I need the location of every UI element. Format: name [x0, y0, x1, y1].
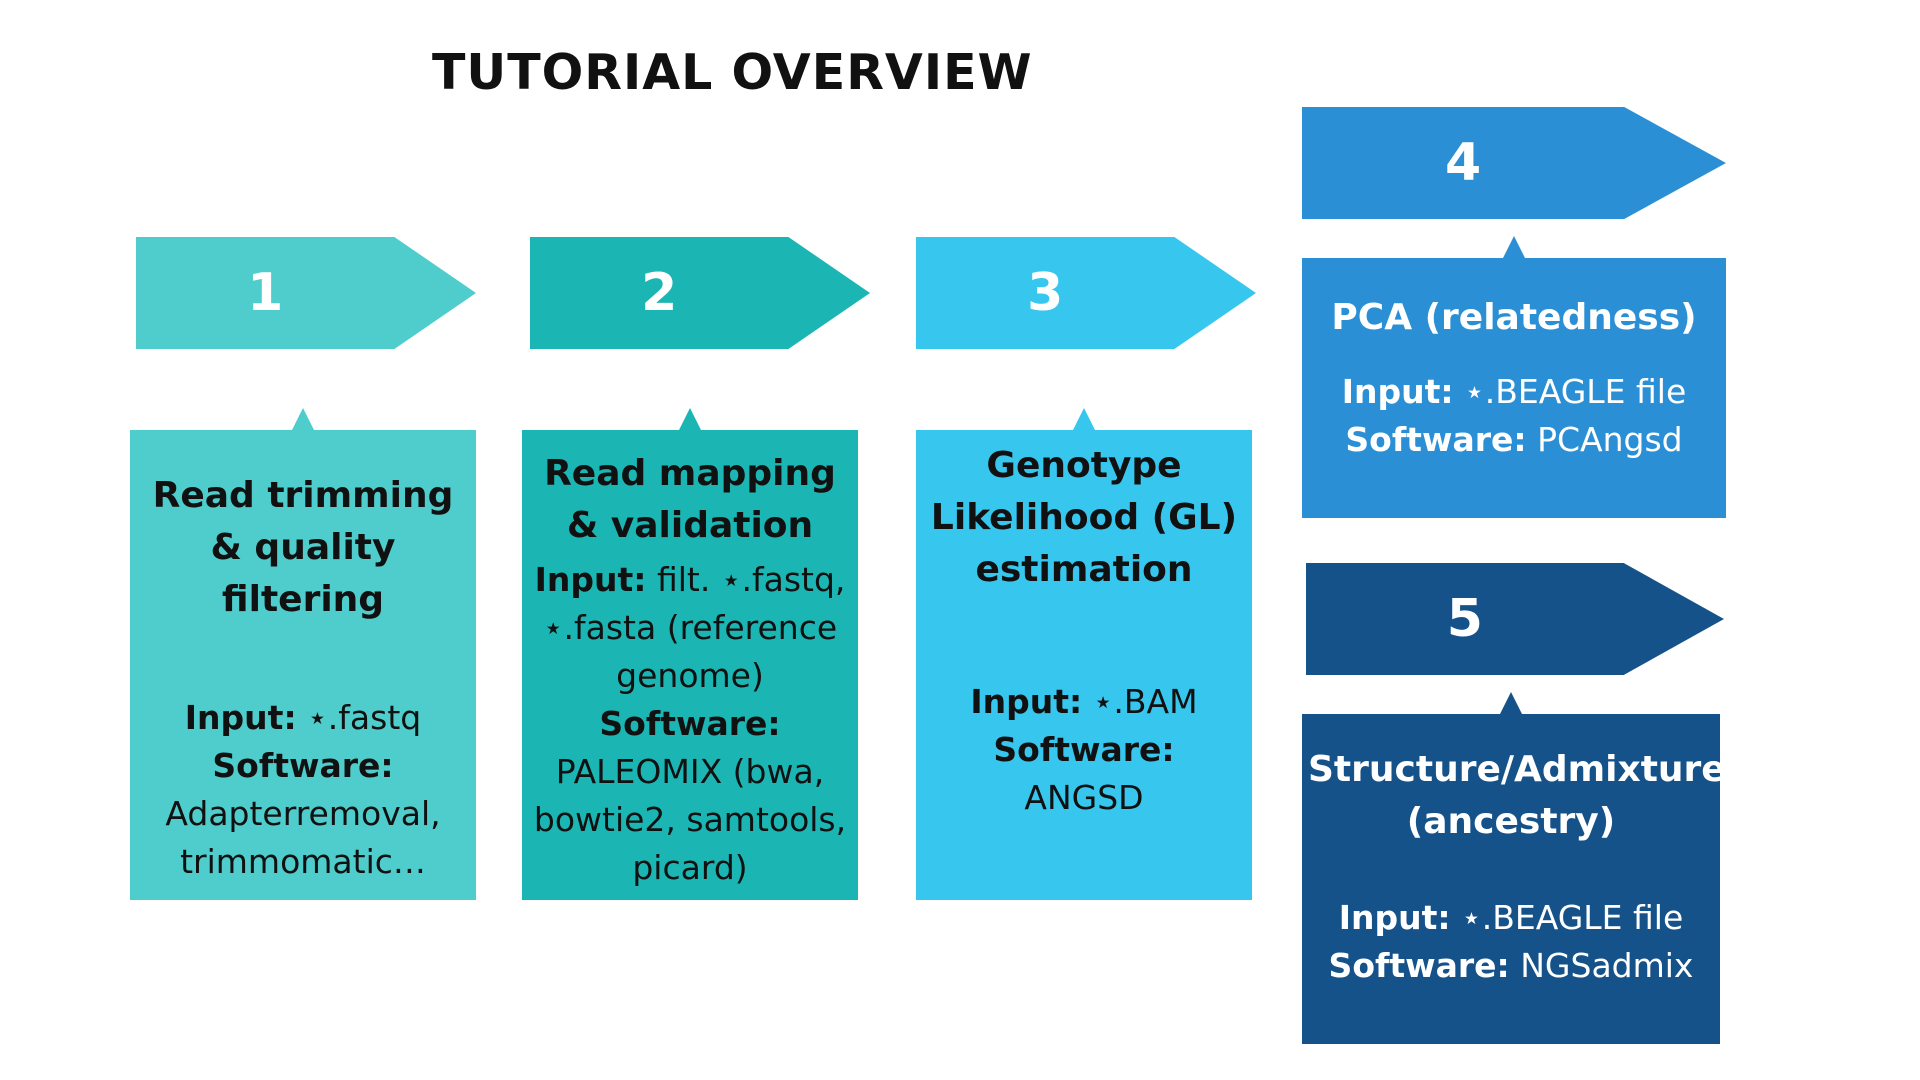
step-3-heading: Genotype Likelihood (GL) estimation — [930, 445, 1238, 590]
step-5-input-value: ⋆.BEAGLE file — [1461, 898, 1684, 937]
step-1-input-value: ⋆.fastq — [307, 698, 422, 737]
step-5-software-value: NGSadmix — [1520, 946, 1694, 985]
step-2-box: Read mapping & validation Input: filt. ⋆… — [522, 408, 858, 900]
step-5-box: Structure/Admixture (ancestry) Input: ⋆.… — [1302, 692, 1726, 1044]
step-1-software-value: Adapterremoval, trimmomatic… — [165, 794, 441, 881]
step-2-software-value: PALEOMIX (bwa, bowtie2, samtools, picard… — [533, 752, 847, 887]
step-2-software-label: Software: — [599, 704, 781, 743]
step-1-box: Read trimming & quality filtering Input:… — [130, 408, 476, 900]
step-1-number: 1 — [247, 263, 284, 323]
step-4-details: Input: ⋆.BEAGLE file Software: PCAngsd — [1308, 368, 1720, 464]
step-1-heading: Read trimming & quality filtering — [152, 475, 454, 620]
step-4-input-value: ⋆.BEAGLE file — [1464, 372, 1687, 411]
step-2-arrow: 2 — [530, 237, 870, 349]
step-3-software-label: Software: — [993, 730, 1175, 769]
step-4-software-line: Software: PCAngsd — [1308, 416, 1720, 464]
step-3-details: Input: ⋆.BAM Software: ANGSD — [922, 678, 1246, 822]
step-4-software-value: PCAngsd — [1537, 420, 1683, 459]
step-5-details: Input: ⋆.BEAGLE file Software: NGSadmix — [1308, 894, 1714, 990]
step-4-number: 4 — [1445, 133, 1482, 193]
step-2-details: Input: filt. ⋆.fastq, ⋆.fasta (reference… — [528, 556, 852, 892]
step-2-input-value: filt. ⋆.fastq, ⋆.fasta (reference genome… — [542, 560, 846, 695]
step-3-input-label: Input: — [970, 682, 1083, 721]
step-2-input-label: Input: — [534, 560, 647, 599]
step-5-arrow: 5 — [1306, 563, 1724, 675]
step-3-software-value: ANGSD — [1024, 778, 1144, 817]
step-2-number: 2 — [641, 263, 678, 323]
step-5-software-line: Software: NGSadmix — [1308, 942, 1714, 990]
step-3-number: 3 — [1027, 263, 1064, 323]
step-2-heading: Read mapping & validation — [544, 453, 836, 546]
step-1-input-label: Input: — [184, 698, 297, 737]
step-1-arrow: 1 — [136, 237, 476, 349]
step-5-input-label: Input: — [1338, 898, 1451, 937]
step-3-arrow: 3 — [916, 237, 1256, 349]
step-3-input-value: ⋆.BAM — [1092, 682, 1198, 721]
page-title: TUTORIAL OVERVIEW — [432, 44, 1033, 101]
step-5-software-label: Software: — [1328, 946, 1510, 985]
step-5-heading: Structure/Admixture (ancestry) — [1308, 749, 1726, 842]
step-3-box: Genotype Likelihood (GL) estimation Inpu… — [916, 408, 1252, 900]
step-1-software-label: Software: — [212, 746, 394, 785]
step-5-number: 5 — [1446, 589, 1483, 649]
step-4-software-label: Software: — [1345, 420, 1527, 459]
step-4-input-label: Input: — [1341, 372, 1454, 411]
step-4-heading: PCA (relatedness) — [1331, 297, 1697, 338]
step-1-details: Input: ⋆.fastq Software: Adapterremoval,… — [136, 694, 470, 886]
step-4-box: PCA (relatedness) Input: ⋆.BEAGLE file S… — [1302, 236, 1726, 518]
step-4-arrow: 4 — [1302, 107, 1726, 219]
